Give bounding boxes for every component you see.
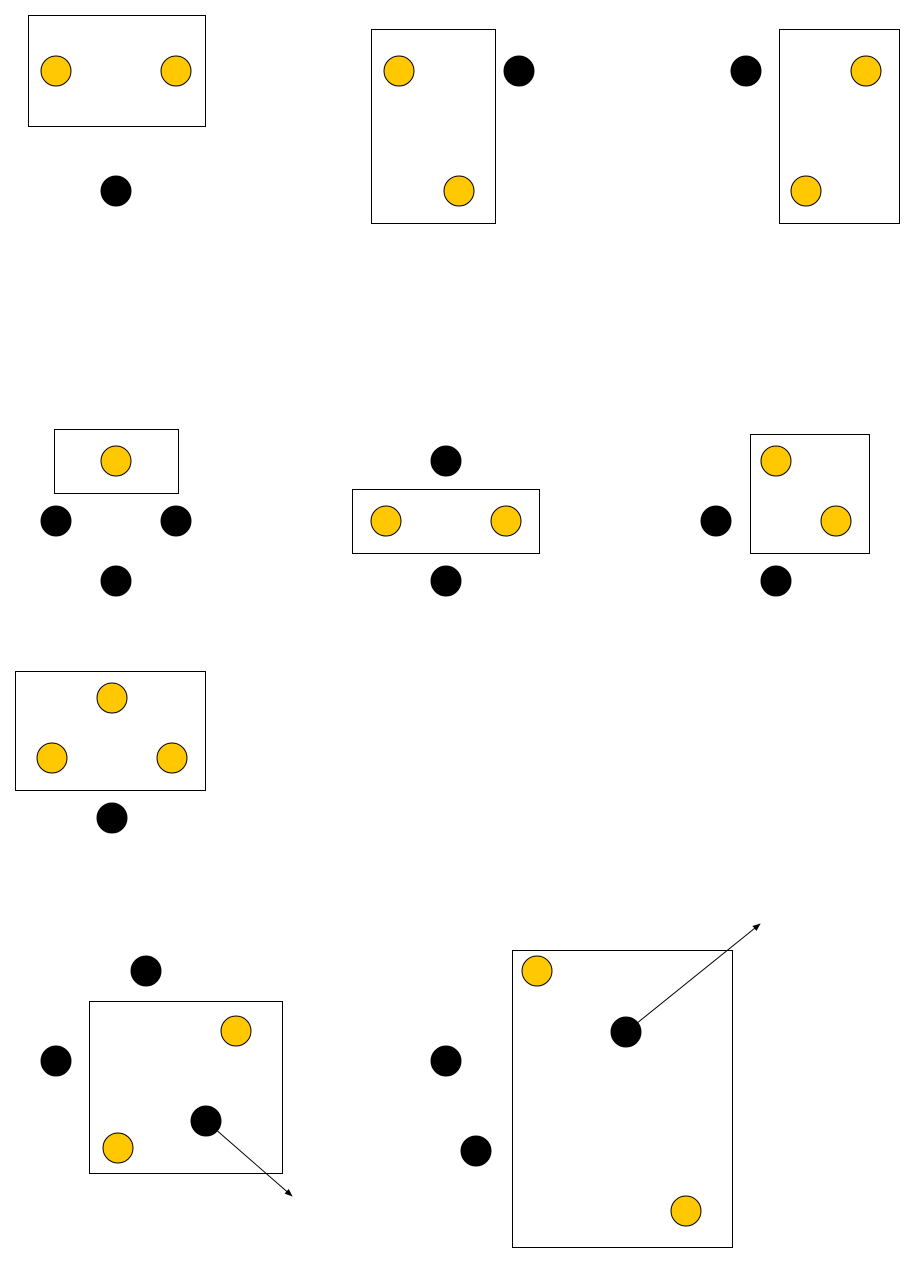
yellow-dot	[850, 55, 882, 87]
black-dot	[430, 1045, 462, 1077]
black-dot	[100, 565, 132, 597]
panel-p7	[15, 671, 206, 834]
panel-p2	[371, 29, 535, 224]
panel-p3	[730, 29, 900, 224]
yellow-dot	[156, 742, 188, 774]
panel-p9	[430, 923, 761, 1248]
yellow-dot	[220, 1015, 252, 1047]
yellow-dot	[670, 1195, 702, 1227]
yellow-dot	[40, 55, 72, 87]
black-dot	[700, 505, 732, 537]
direction-arrow	[637, 923, 761, 1023]
yellow-dot	[383, 55, 415, 87]
black-dot	[160, 505, 192, 537]
yellow-dot	[370, 505, 402, 537]
black-dot	[40, 1045, 72, 1077]
panel-p6	[700, 434, 870, 597]
black-dot	[96, 802, 128, 834]
black-dot	[610, 1016, 642, 1048]
black-dot	[100, 175, 132, 207]
yellow-dot	[443, 175, 475, 207]
black-dot	[40, 505, 72, 537]
black-dot	[503, 55, 535, 87]
black-dot	[430, 445, 462, 477]
panel-p8	[40, 955, 293, 1197]
direction-arrow	[216, 1130, 293, 1197]
black-dot	[760, 565, 792, 597]
black-dot	[730, 55, 762, 87]
black-dot	[460, 1135, 492, 1167]
panel-p4	[40, 429, 192, 597]
panel-box	[512, 950, 733, 1248]
yellow-dot	[760, 445, 792, 477]
panel-p5	[352, 445, 540, 597]
yellow-dot	[96, 682, 128, 714]
panel-p1	[28, 15, 206, 207]
yellow-dot	[820, 505, 852, 537]
black-dot	[430, 565, 462, 597]
yellow-dot	[36, 742, 68, 774]
yellow-dot	[521, 955, 553, 987]
black-dot	[190, 1105, 222, 1137]
yellow-dot	[790, 175, 822, 207]
yellow-dot	[490, 505, 522, 537]
black-dot	[130, 955, 162, 987]
yellow-dot	[102, 1132, 134, 1164]
yellow-dot	[160, 55, 192, 87]
yellow-dot	[100, 445, 132, 477]
